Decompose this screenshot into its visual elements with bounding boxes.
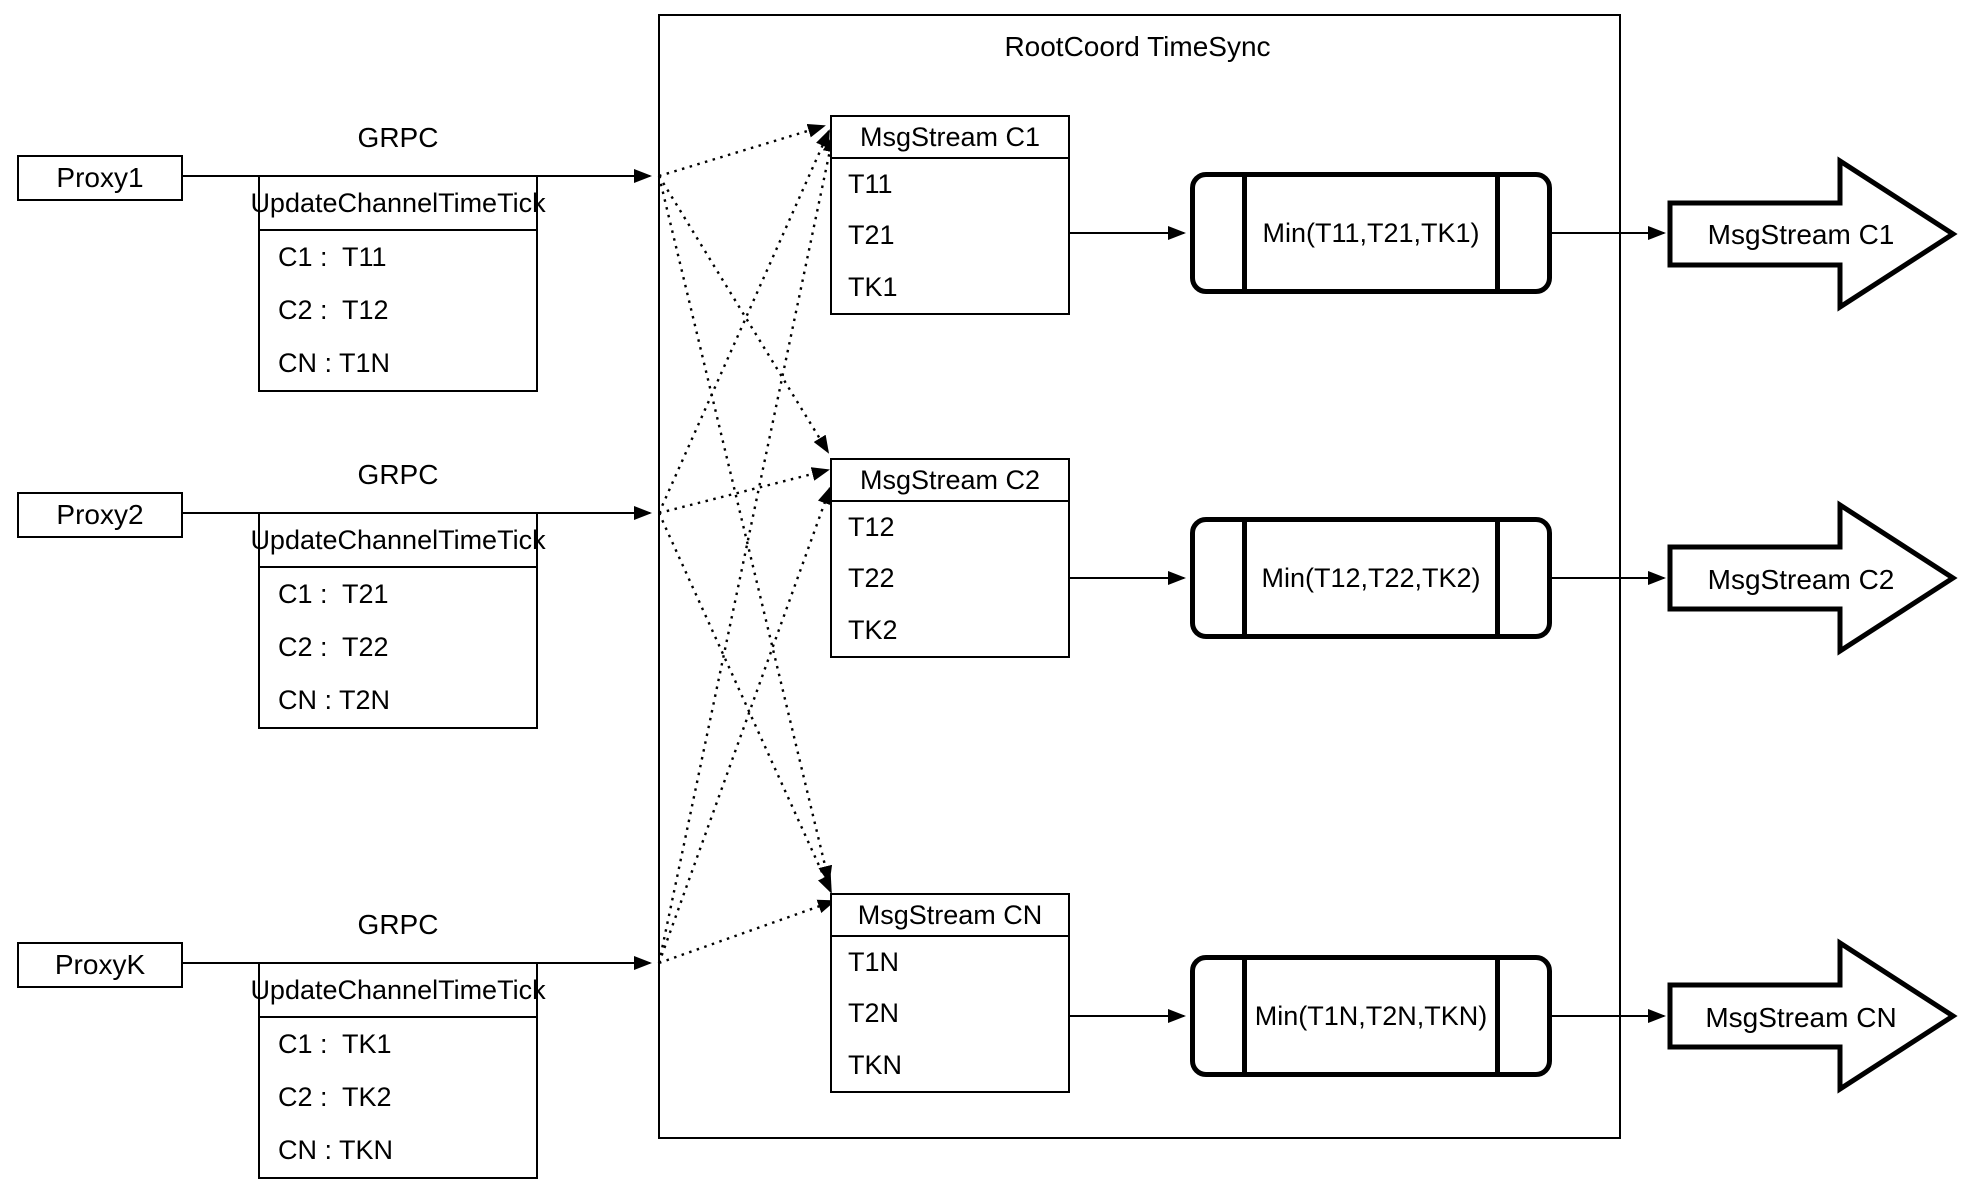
- min-box-1: Min(T11,T21,TK1): [1190, 172, 1552, 294]
- timetick-table-3-row: C1 : TK1: [278, 1029, 392, 1059]
- output-arrow-label-cn: MsgStream CN: [1705, 1002, 1897, 1033]
- msgstream-box-cn-header: MsgStream CN: [832, 895, 1068, 937]
- timetick-table-1-row: C2 : T12: [278, 295, 389, 325]
- dotted-p1-cn: [657, 175, 833, 884]
- dotted-pk-c2: [657, 486, 832, 964]
- msgstream-box-cn: MsgStream CN T1N T2N TKN: [830, 893, 1070, 1093]
- grpc-label-2: GRPC: [357, 459, 439, 490]
- output-arrow-shape-c1: [1667, 156, 1958, 312]
- timetick-table-2-row: C2 : T22: [278, 632, 389, 662]
- timetick-table-2-row: CN : T2N: [278, 685, 391, 715]
- min-box-1-label: Min(T11,T21,TK1): [1262, 217, 1480, 248]
- proxy2-box: Proxy2: [17, 492, 183, 538]
- output-arrow-label-c2: MsgStream C2: [1707, 564, 1895, 595]
- proxy2-label: Proxy2: [56, 499, 144, 530]
- min-box-2-label: Min(T12,T22,TK2): [1261, 562, 1481, 593]
- dotted-p2-cn: [657, 512, 833, 894]
- min-box-2-left-bar: [1242, 522, 1247, 634]
- msgstream-cn-row: T2N: [848, 998, 900, 1029]
- msgstream-c2-row: TK2: [848, 614, 898, 645]
- timetick-table-3-row: C2 : TK2: [278, 1082, 392, 1112]
- grpc-label-1: GRPC: [357, 122, 439, 153]
- min-box-2: Min(T12,T22,TK2): [1190, 517, 1552, 639]
- timetick-table-2-row: C1 : T21: [278, 579, 389, 609]
- msgstream-box-c1: MsgStream C1 T11 T21 TK1: [830, 115, 1070, 315]
- timetick-table-3-row: CN : TKN: [278, 1135, 394, 1165]
- proxyk-box: ProxyK: [17, 942, 183, 988]
- grpc-label-3: GRPC: [357, 909, 439, 940]
- msgstream-box-c2: MsgStream C2 T12 T22 TK2: [830, 458, 1070, 658]
- min-box-1-left-bar: [1242, 177, 1247, 289]
- timetick-table-1: UpdateChannelTimeTick C1 : T11 C2 : T12 …: [250, 175, 546, 392]
- msgstream-c1-row: T21: [848, 220, 895, 251]
- msgstream-c2-row: T12: [848, 512, 895, 543]
- rootcoord-container: [658, 14, 1621, 1139]
- min-box-3-left-bar: [1242, 960, 1247, 1072]
- output-arrow-shape-cn: [1667, 938, 1958, 1094]
- msgstream-cn-row: TKN: [848, 1049, 902, 1080]
- timetick-table-1-row: CN : T1N: [278, 348, 391, 378]
- dotted-p1-c2: [657, 175, 830, 454]
- min-box-1-right-bar: [1495, 177, 1500, 289]
- msgstream-box-c2-header: MsgStream C2: [832, 460, 1068, 502]
- rootcoord-title: RootCoord TimeSync: [1004, 31, 1271, 62]
- timetick-table-1-header: UpdateChannelTimeTick: [250, 177, 546, 231]
- proxyk-label: ProxyK: [54, 949, 146, 980]
- min-box-3-right-bar: [1495, 960, 1500, 1072]
- msgstream-c1-row: T11: [848, 169, 893, 200]
- msgstream-c2-row: T22: [848, 563, 895, 594]
- dotted-p2-c2: [658, 467, 830, 515]
- min-box-2-right-bar: [1495, 522, 1500, 634]
- dotted-pk-c1: [657, 134, 837, 964]
- timetick-table-2-header: UpdateChannelTimeTick: [250, 514, 546, 568]
- proxy1-box: Proxy1: [17, 155, 183, 201]
- min-box-3-label: Min(T1N,T2N,TKN): [1254, 1000, 1488, 1031]
- msgstream-cn-row: T1N: [848, 947, 900, 978]
- proxy1-label: Proxy1: [56, 162, 144, 193]
- timetick-table-3: UpdateChannelTimeTick C1 : TK1 C2 : TK2 …: [250, 962, 546, 1179]
- min-box-3: Min(T1N,T2N,TKN): [1190, 955, 1552, 1077]
- msgstream-c1-row: TK1: [848, 271, 898, 302]
- output-arrow-shape-c2: [1667, 500, 1958, 656]
- timetick-table-1-row: C1 : T11: [278, 242, 387, 272]
- timetick-table-2: UpdateChannelTimeTick C1 : T21 C2 : T22 …: [250, 512, 546, 729]
- msgstream-box-c1-header: MsgStream C1: [832, 117, 1068, 159]
- dotted-pk-cn: [658, 899, 836, 965]
- dotted-p2-c1: [657, 129, 831, 514]
- timetick-table-3-header: UpdateChannelTimeTick: [250, 964, 546, 1018]
- output-arrow-label-c1: MsgStream C1: [1707, 219, 1895, 250]
- dotted-p1-c1: [658, 123, 826, 178]
